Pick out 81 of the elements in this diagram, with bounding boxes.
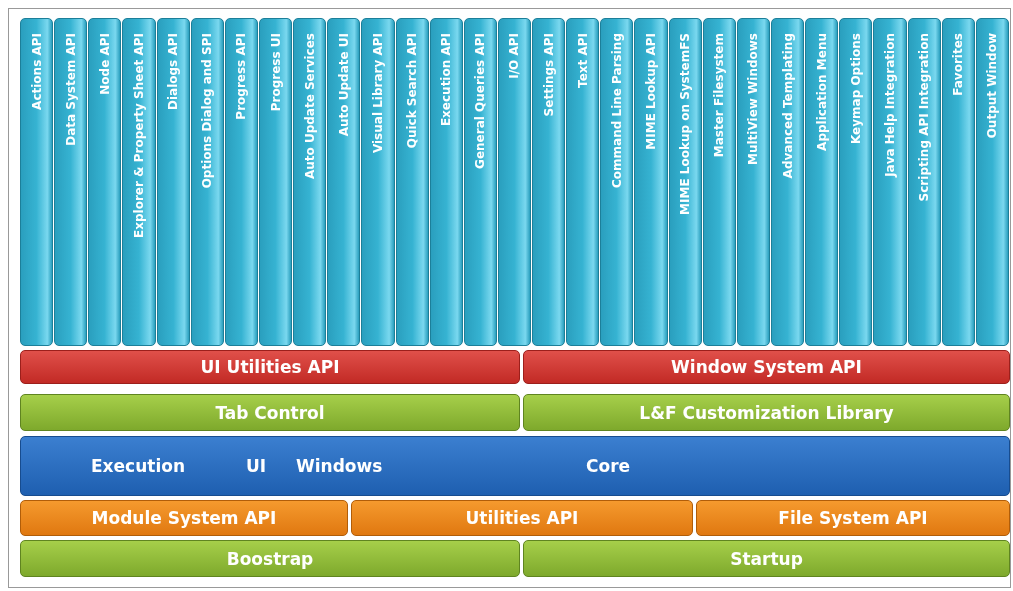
layer-label: Java Help Integration <box>883 33 897 177</box>
layer-label: Advanced Templating <box>780 33 795 179</box>
module-column <box>532 18 566 346</box>
layer-label: Actions API <box>29 33 44 110</box>
layer-label: Auto Update UI <box>336 33 351 137</box>
layer-label: Command Line Parsing <box>609 33 624 188</box>
module-column <box>873 18 907 346</box>
module-column <box>839 18 873 346</box>
layer-bar <box>20 540 520 577</box>
layer-label: MIME Lookup on SystemFS <box>678 33 693 215</box>
module-column <box>122 18 156 346</box>
layer-label: Favorites <box>951 33 966 96</box>
module-column <box>395 18 429 346</box>
module-column <box>361 18 395 346</box>
layer-label: Scripting API Integration <box>917 33 932 202</box>
layer-label: Execution API <box>439 33 454 127</box>
layer-label: Window System API <box>671 357 862 377</box>
module-column <box>566 18 600 346</box>
layer-bar <box>696 500 1010 536</box>
layer-label: Text API <box>575 33 590 88</box>
module-column <box>771 18 805 346</box>
layer-label: Dialogs API <box>166 33 181 110</box>
layer-label: Output Window <box>985 33 1000 139</box>
module-column <box>907 18 941 346</box>
layer-bar <box>20 500 348 536</box>
layer-label: MultiView Windows <box>746 33 761 165</box>
module-column <box>327 18 361 346</box>
layer-label: Progress UI <box>268 33 283 112</box>
layer-label: Tab Control <box>215 402 325 423</box>
module-column <box>975 18 1009 346</box>
module-column <box>941 18 975 346</box>
layer-label: Utilities API <box>465 508 579 528</box>
layer-label: Visual Library API <box>370 33 385 154</box>
layer-label: Explorer & Property Sheet API <box>131 33 146 238</box>
layer-bar <box>20 350 520 384</box>
layer-label: L&F Customization Library <box>639 402 894 423</box>
layer-label: Boostrap <box>226 548 314 569</box>
layer-label: Core <box>586 456 631 476</box>
module-column <box>463 18 497 346</box>
layer-bar <box>351 500 693 536</box>
module-column <box>497 18 532 346</box>
layer-label: Startup <box>730 548 803 569</box>
module-column <box>702 18 736 346</box>
layer-bar <box>523 394 1010 431</box>
layer-bar <box>20 394 520 431</box>
layer-label: Application Menu <box>814 33 829 151</box>
module-column <box>805 18 839 346</box>
layer-label: I/O API <box>507 33 522 79</box>
layer-label: Module System API <box>91 508 277 528</box>
module-column <box>156 18 190 346</box>
module-column <box>634 18 668 346</box>
layer-label: Quick Search API <box>405 33 420 149</box>
layer-label: Settings API <box>541 33 556 117</box>
layer-label: Data System API <box>63 33 78 146</box>
module-column <box>429 18 463 346</box>
layer-bar <box>523 350 1010 384</box>
layer-label: Options Dialog and SPI <box>200 33 215 189</box>
layer-label: UI Utilities API <box>200 357 340 377</box>
module-column <box>190 18 224 346</box>
module-column <box>600 18 634 346</box>
layer-label: Auto Update Services <box>302 33 317 180</box>
module-column <box>736 18 770 346</box>
module-column <box>88 18 122 346</box>
module-column <box>54 18 88 346</box>
layer-label: File System API <box>778 508 928 528</box>
layer-label: Windows <box>296 456 383 476</box>
core-layer-bar <box>20 436 1010 496</box>
layer-label: MIME Lookup API <box>644 33 659 150</box>
module-column <box>258 18 293 346</box>
layer-label: Master Filesystem <box>712 33 727 158</box>
layer-label: Progress API <box>234 33 249 120</box>
layer-label: Execution <box>91 456 186 476</box>
module-column <box>293 18 327 346</box>
layer-label: Keymap Options <box>848 33 863 144</box>
module-column <box>20 18 54 346</box>
layer-bar <box>523 540 1010 577</box>
module-column <box>668 18 702 346</box>
layer-label: General Queries API <box>473 33 488 169</box>
layer-label: UI <box>246 456 267 476</box>
layer-label: Node API <box>97 33 112 95</box>
module-column <box>224 18 258 346</box>
